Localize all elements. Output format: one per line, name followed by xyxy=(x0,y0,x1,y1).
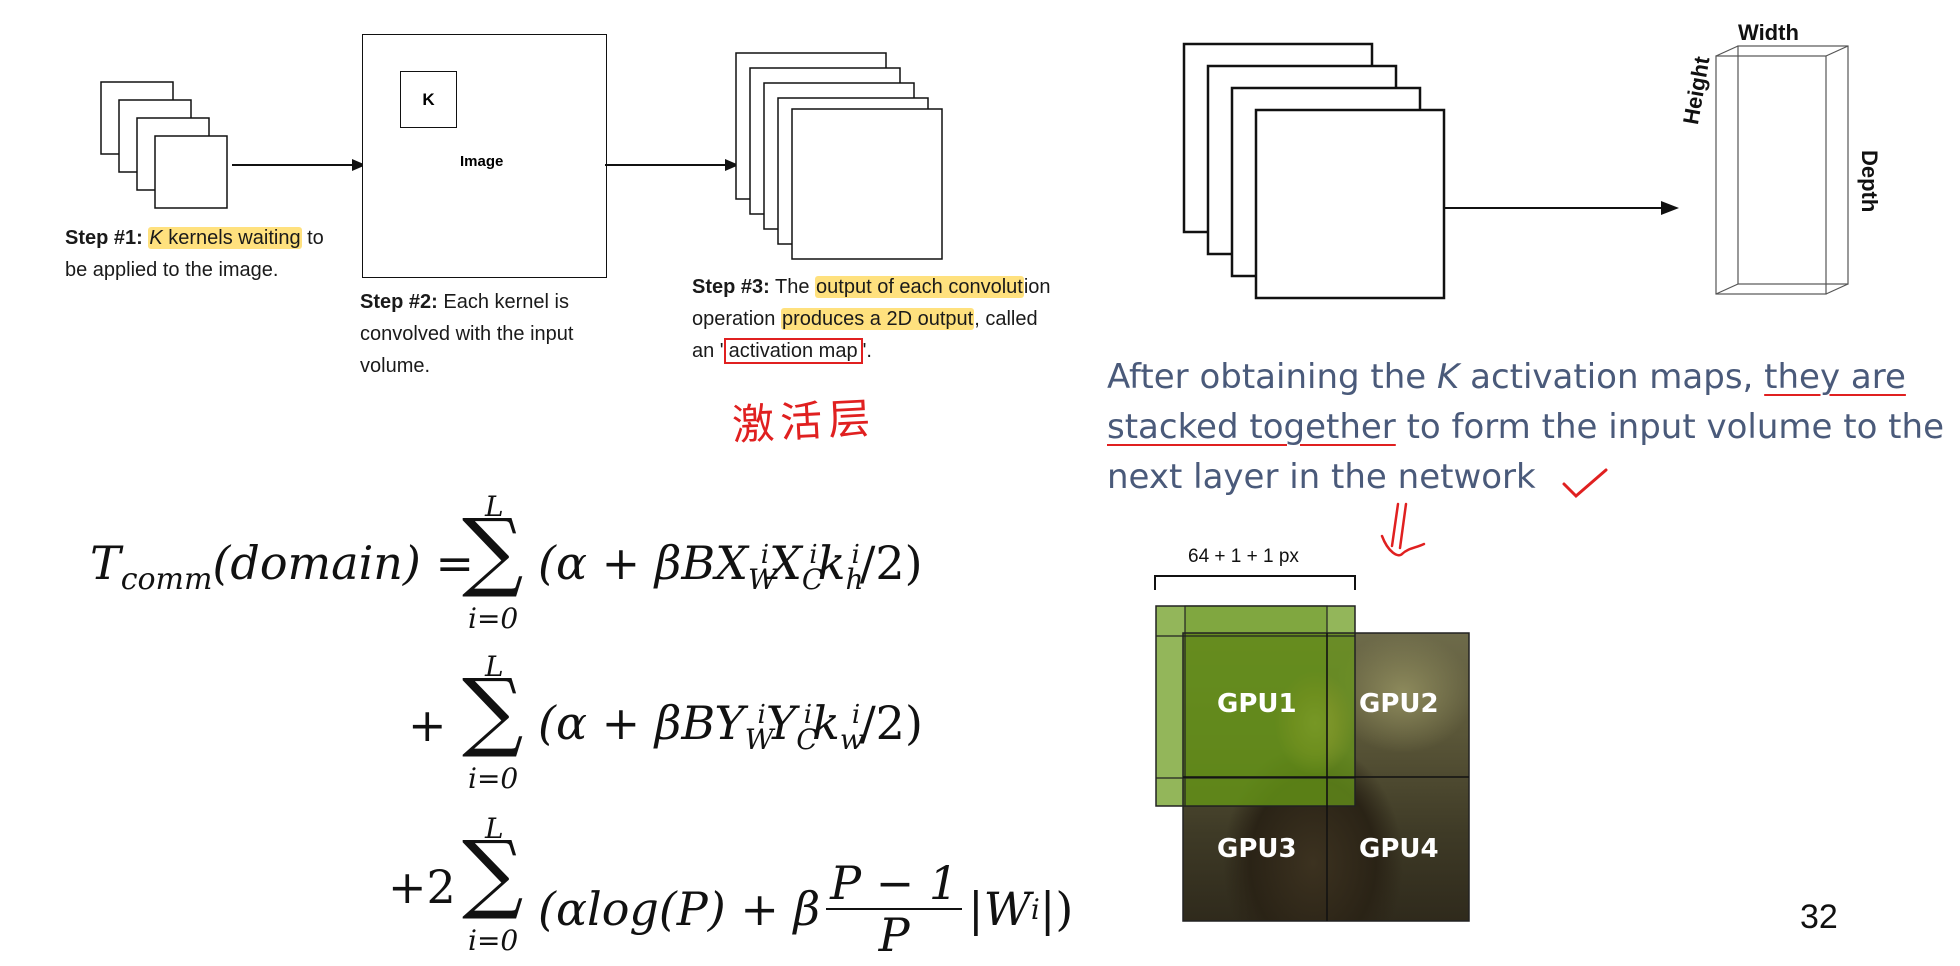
down-arrow-scribble-icon xyxy=(1380,502,1426,557)
sum-symbol-2: ∑ xyxy=(462,661,524,761)
equation-lhs: Tcomm(domain) = xyxy=(90,536,475,598)
sum-upper-1: L xyxy=(485,490,504,523)
activation-maps-stack xyxy=(735,52,943,260)
stack-text-underlined1: they are xyxy=(1764,357,1906,397)
term3-post: |W xyxy=(968,882,1031,936)
step2-line3: volume. xyxy=(360,355,431,377)
step3-line2-post: , called xyxy=(974,308,1038,330)
arrow-1 xyxy=(232,159,366,171)
gpu3-label: GPU3 xyxy=(1217,834,1297,864)
equation-term2: (α + βBYWiYCikwi/2) xyxy=(538,696,923,757)
span-bracket xyxy=(1154,575,1356,590)
step3-line3-pre: an ' xyxy=(692,340,724,362)
gpu-grid xyxy=(1155,605,1470,922)
image-box: K Image xyxy=(362,34,607,278)
step1-line2: be applied to the image. xyxy=(65,259,279,281)
sum-lower-2: i=0 xyxy=(468,762,519,795)
stack-description: After obtaining the K activation maps, t… xyxy=(1107,352,1957,502)
arrow-3 xyxy=(1443,201,1679,215)
activation-map-box: activation map xyxy=(723,338,863,364)
kernel-box: K xyxy=(400,71,457,128)
chinese-handwritten-note: 激活层 xyxy=(730,393,878,450)
sum-symbol-3: ∑ xyxy=(462,823,524,923)
gpu2-label: GPU2 xyxy=(1359,689,1439,719)
image-label: Image xyxy=(460,153,504,170)
stack-text-part1: After obtaining the xyxy=(1107,357,1437,397)
step3-label: Step #3: xyxy=(692,276,770,298)
step3-line1-highlight: output of each convolut xyxy=(815,276,1024,298)
page-number: 32 xyxy=(1800,898,1838,936)
gpu1-label: GPU1 xyxy=(1217,689,1297,719)
stacked-maps xyxy=(1182,42,1446,300)
step2-caption: Step #2: Each kernel is convolved with t… xyxy=(360,286,620,382)
equation: Tcomm(domain) = L ∑ i=0 (α + βBXWiXCikhi… xyxy=(90,490,1074,962)
term2-main: (α + βBY xyxy=(538,696,745,750)
step1-highlight: kernels waiting xyxy=(162,227,301,249)
step2-label: Step #2: xyxy=(360,291,438,313)
step3-line1-pre: The xyxy=(769,276,816,298)
term3-pre: (αlog(P) + β xyxy=(538,882,821,936)
step1-rest: to xyxy=(301,227,324,249)
depth-label: Depth xyxy=(1857,150,1882,213)
stack-text-part2: activation maps, xyxy=(1459,357,1765,397)
sum-upper-2: L xyxy=(485,650,504,683)
step3-line3-post: '. xyxy=(862,340,872,362)
sum-lower-3: i=0 xyxy=(468,924,519,957)
term3-numerator: P − 1 xyxy=(826,858,963,910)
sum-upper-3: L xyxy=(485,812,504,845)
step3-caption: Step #3: The output of each convolution … xyxy=(692,271,1112,367)
width-label: Width xyxy=(1738,20,1799,45)
term1-rest: /2) xyxy=(859,536,923,590)
stack-text-k: K xyxy=(1437,357,1460,397)
term2-rest: /2) xyxy=(860,696,923,750)
output-volume-cuboid xyxy=(1715,45,1849,295)
arrow-2 xyxy=(605,159,739,171)
term1-main: (α + βBX xyxy=(538,536,748,590)
sum-symbol-1: ∑ xyxy=(462,501,524,601)
span-label: 64 + 1 + 1 px xyxy=(1188,546,1299,567)
checkmark-icon xyxy=(1562,468,1608,499)
plus2-row3: +2 xyxy=(388,860,456,914)
sum-lower-1: i=0 xyxy=(468,602,519,635)
stack-text-line3: next layer in the network xyxy=(1107,457,1536,497)
kernels-stack xyxy=(100,81,228,209)
step1-k: K xyxy=(149,227,163,249)
gpu4-label: GPU4 xyxy=(1359,834,1439,864)
kernel-letter: K xyxy=(422,89,435,109)
step2-line2: convolved with the input xyxy=(360,323,574,345)
step3-line2-highlight: produces a 2D output xyxy=(780,308,975,330)
equation-lhs-symbol: T xyxy=(90,536,121,590)
stack-text-part3: to form the input volume to the xyxy=(1395,407,1944,447)
step2-line1: Each kernel is xyxy=(437,291,569,313)
step1-label: Step #1: xyxy=(65,227,143,249)
equation-lhs-arg: (domain) xyxy=(212,536,421,590)
equation-lhs-sub: comm xyxy=(120,562,213,598)
term3-fraction: P − 1 P xyxy=(826,858,963,962)
plus-row2: + xyxy=(408,698,447,752)
equation-term1: (α + βBXWiXCikhi/2) xyxy=(538,536,923,597)
step3-line1-post: ion xyxy=(1023,276,1051,298)
term3-denominator: P xyxy=(878,908,910,962)
step3-line2-pre: operation xyxy=(692,308,781,330)
stack-text-underlined2: stacked together xyxy=(1107,407,1396,447)
step1-caption: Step #1: K kernels waiting to be applied… xyxy=(65,222,385,286)
